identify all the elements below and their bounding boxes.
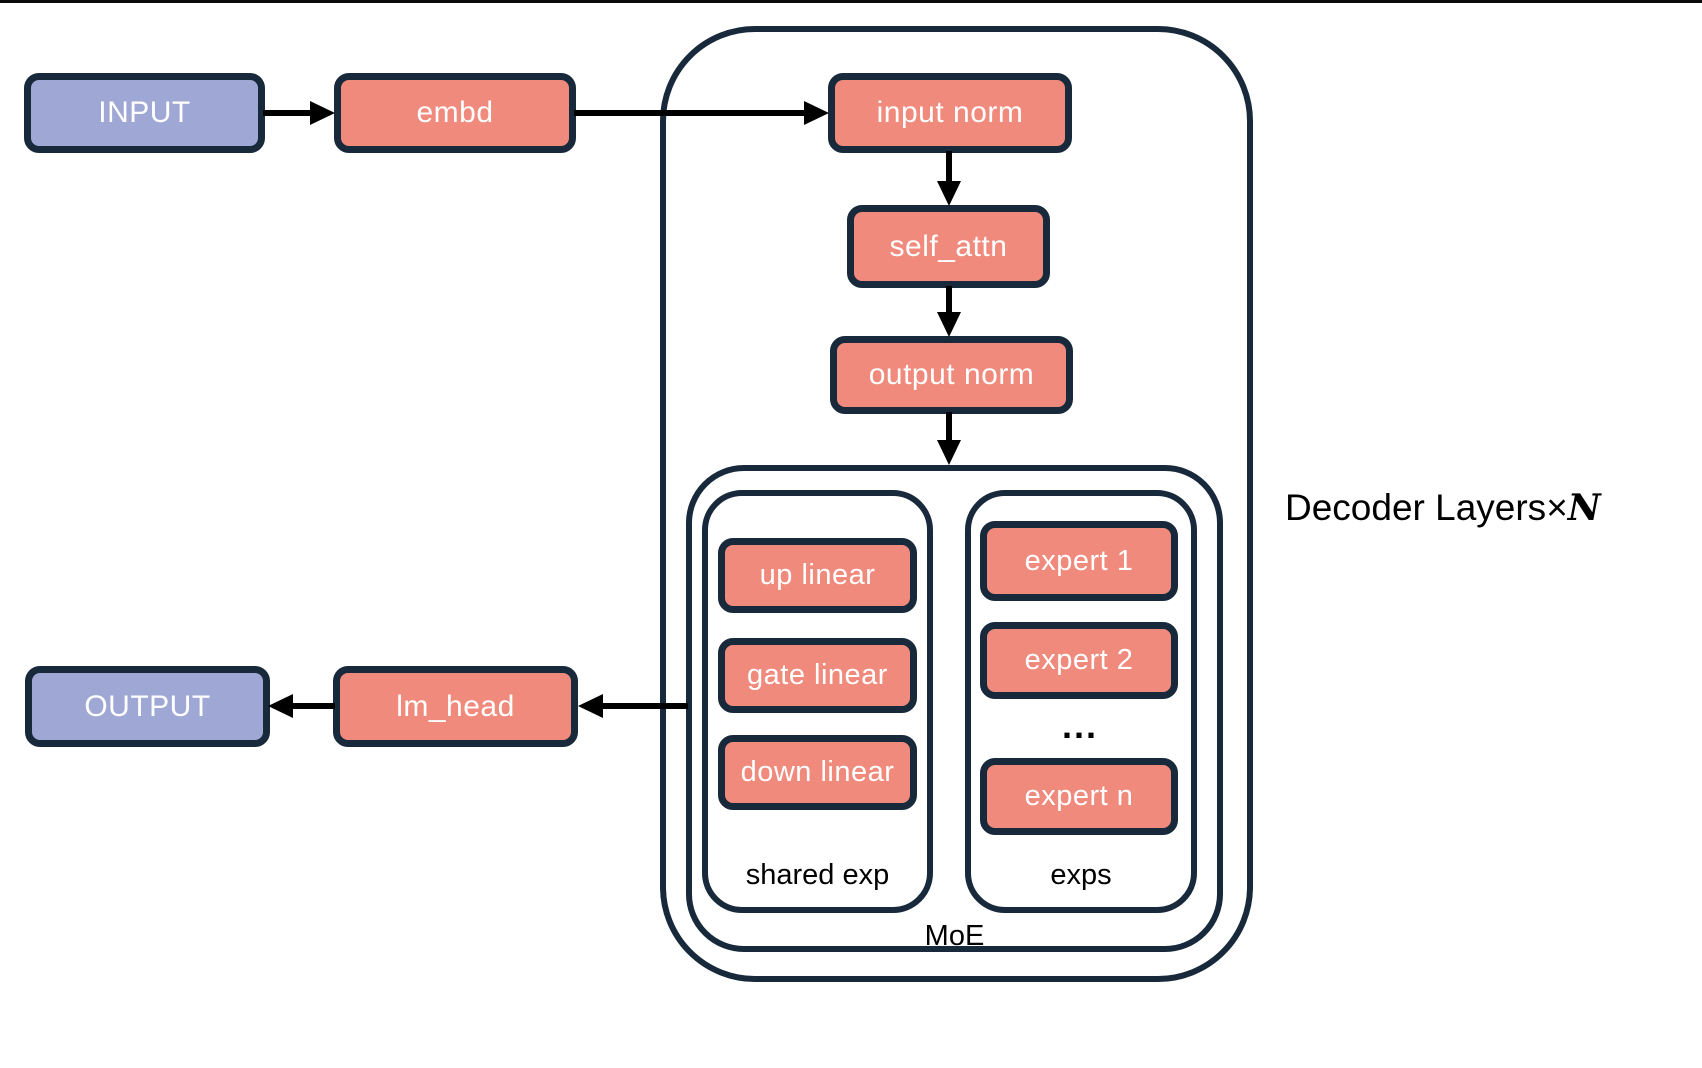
down-linear-node: down linear xyxy=(718,735,917,810)
arrow-input-norm-to-self-attn-line xyxy=(946,151,952,185)
shared-expert-group-label: shared exp xyxy=(745,859,890,891)
arrow-self-attn-to-output-norm-head-icon xyxy=(937,312,961,337)
expert-2-node: expert 2 xyxy=(980,622,1178,699)
arrow-self-attn-to-output-norm-line xyxy=(946,286,952,315)
arrow-embd-to-input-norm-line xyxy=(574,110,806,116)
self-attention-node: self_attn xyxy=(847,205,1050,288)
input-node: INPUT xyxy=(24,73,265,153)
output-node: OUTPUT xyxy=(25,666,270,747)
decoder-layers-container xyxy=(660,26,1253,982)
arrow-output-norm-to-moe-line xyxy=(946,412,952,442)
output-norm-node: output norm xyxy=(830,336,1073,414)
arrow-lm-head-to-output-line xyxy=(289,703,335,709)
input-norm-node: input norm xyxy=(828,73,1072,153)
decoder-layers-n-symbol: N xyxy=(1567,487,1601,529)
up-linear-node: up linear xyxy=(718,538,917,613)
arrow-input-to-embd-head-icon xyxy=(310,101,335,125)
moe-label: MoE xyxy=(924,920,985,952)
decoder-layers-label-text: Decoder Layers xyxy=(1285,487,1547,528)
top-border-line xyxy=(0,0,1702,3)
decoder-layers-times-sign: × xyxy=(1546,487,1568,528)
moe-container xyxy=(686,465,1223,952)
experts-group-label: exps xyxy=(1050,859,1112,891)
arrow-embd-to-input-norm-head-icon xyxy=(804,101,829,125)
shared-expert-group-container xyxy=(702,490,933,913)
embedding-node: embd xyxy=(334,73,576,153)
arrow-input-norm-to-self-attn-head-icon xyxy=(937,181,961,206)
arrow-moe-to-lm-head-line xyxy=(598,703,688,709)
expert-1-node: expert 1 xyxy=(980,521,1178,601)
arrow-moe-to-lm-head-head-icon xyxy=(578,694,603,718)
arrow-lm-head-to-output-head-icon xyxy=(268,694,293,718)
arrow-input-to-embd-line xyxy=(263,110,313,116)
experts-group-container xyxy=(965,490,1197,913)
gate-linear-node: gate linear xyxy=(718,638,917,713)
arrow-output-norm-to-moe-head-icon xyxy=(937,440,961,465)
decoder-layers-label: Decoder Layers×N xyxy=(1285,487,1601,529)
experts-ellipsis: ... xyxy=(1061,705,1098,746)
lm-head-node: lm_head xyxy=(333,666,578,747)
expert-n-node: expert n xyxy=(980,758,1178,835)
